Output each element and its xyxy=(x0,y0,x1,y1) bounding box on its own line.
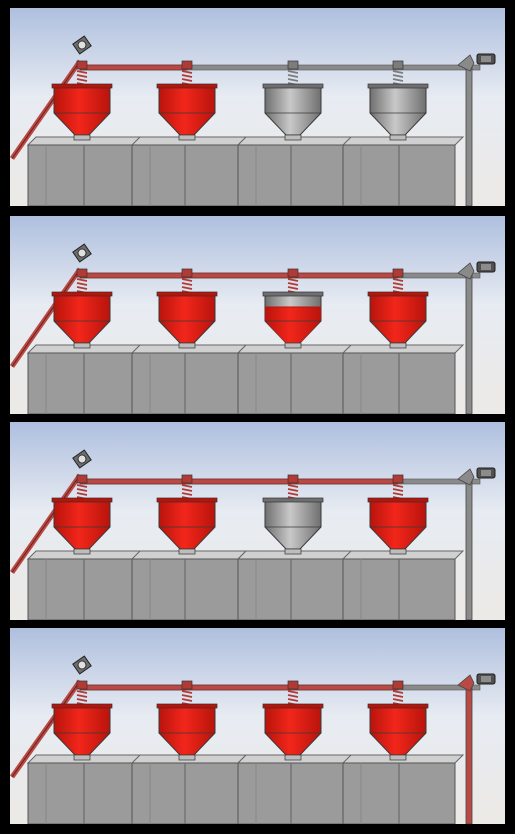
hopper-3 xyxy=(262,680,324,761)
hopper-1 xyxy=(51,680,113,761)
panel-stage-3 xyxy=(10,422,505,620)
hopper-4 xyxy=(367,680,429,761)
storage-bin xyxy=(236,344,354,414)
conveyor-tube-active xyxy=(79,64,188,71)
hopper-1 xyxy=(51,268,113,349)
storage-bin xyxy=(130,136,248,206)
return-column xyxy=(465,476,473,620)
panel-scene xyxy=(10,216,505,414)
storage-bin xyxy=(341,550,465,620)
storage-bin xyxy=(130,550,248,620)
motor-icon xyxy=(72,449,92,469)
motor-icon xyxy=(72,655,92,675)
motor-icon xyxy=(72,243,92,263)
storage-bin xyxy=(236,136,354,206)
conveyor-tube-active xyxy=(79,478,399,485)
motor-icon xyxy=(476,261,496,273)
hopper-2 xyxy=(156,60,218,141)
return-column xyxy=(465,682,473,824)
hopper-4 xyxy=(367,268,429,349)
motor-icon xyxy=(476,467,496,479)
hopper-2 xyxy=(156,268,218,349)
hopper-1 xyxy=(51,474,113,555)
storage-bin xyxy=(341,136,465,206)
storage-bin xyxy=(26,136,150,206)
storage-bin xyxy=(341,344,465,414)
hopper-3 xyxy=(262,268,324,349)
conveyor-tube-active xyxy=(79,272,399,279)
motor-icon xyxy=(476,53,496,65)
hopper-3 xyxy=(262,474,324,555)
hopper-3 xyxy=(262,60,324,141)
panel-scene xyxy=(10,422,505,620)
panel-stage-1 xyxy=(10,8,505,206)
storage-bin xyxy=(130,344,248,414)
storage-bin xyxy=(236,754,354,824)
panel-stage-2 xyxy=(10,216,505,414)
hopper-1 xyxy=(51,60,113,141)
storage-bin xyxy=(26,550,150,620)
storage-bin xyxy=(26,754,150,824)
panel-scene xyxy=(10,8,505,206)
motor-icon xyxy=(476,673,496,685)
hopper-4 xyxy=(367,60,429,141)
return-column xyxy=(465,62,473,206)
hopper-2 xyxy=(156,474,218,555)
storage-bin xyxy=(26,344,150,414)
motor-icon xyxy=(72,35,92,55)
return-column xyxy=(465,270,473,414)
hopper-2 xyxy=(156,680,218,761)
conveyor-tube-active xyxy=(79,684,399,691)
storage-bin xyxy=(130,754,248,824)
panel-scene xyxy=(10,628,505,824)
storage-bin xyxy=(341,754,465,824)
storage-bin xyxy=(236,550,354,620)
hopper-4 xyxy=(367,474,429,555)
panel-stage-4 xyxy=(10,628,505,824)
